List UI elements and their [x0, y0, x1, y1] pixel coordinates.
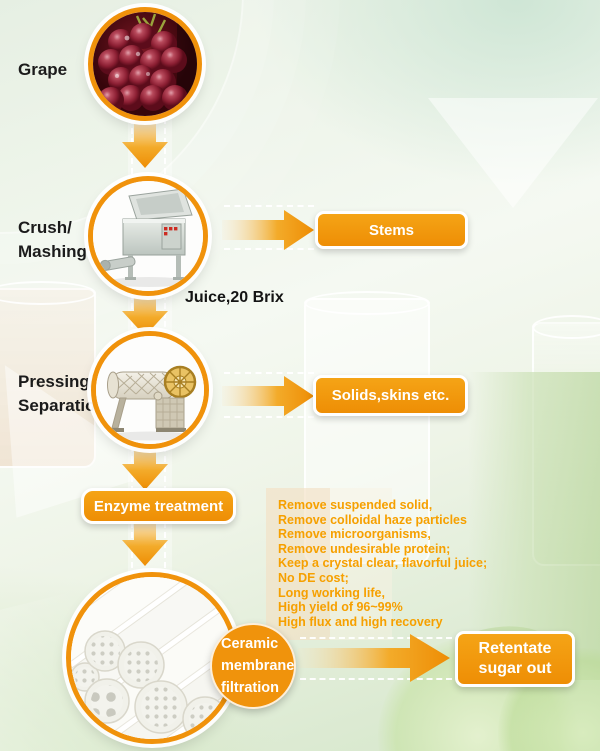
ceramic-label-line: membrane [221, 658, 295, 674]
crusher-machine-photo [88, 176, 208, 296]
juice-glass-image [304, 291, 430, 564]
ceramic-label-line: Ceramic [221, 636, 279, 652]
dashed-guide [164, 294, 166, 336]
output-solids-button[interactable]: Solids,skins etc. [313, 375, 468, 416]
dashed-guide [224, 248, 314, 250]
benefit-item: High yield of 96~99% [278, 600, 403, 615]
dashed-guide [164, 522, 166, 568]
right-arrow-icon [298, 634, 450, 682]
retentate-label-line: Retentate [478, 640, 552, 657]
right-arrow-icon [222, 210, 314, 250]
down-arrow-icon [122, 122, 168, 168]
step-label-crush: Crush/ Mashing [18, 218, 87, 261]
juice-brix-note: Juice,20 Brix [185, 289, 284, 306]
benefit-item: High flux and high recovery [278, 614, 443, 629]
solids-label: Solids,skins etc. [331, 387, 450, 404]
dashed-guide [164, 118, 166, 174]
benefit-item: No DE cost; [278, 570, 349, 585]
down-arrow-icon [122, 446, 168, 490]
output-retentate-button[interactable]: Retentate sugar out [455, 631, 575, 687]
benefit-item: Remove suspended solid, [278, 498, 433, 512]
enzyme-treatment-button[interactable]: Enzyme treatment [81, 488, 236, 524]
stems-label: Stems [368, 221, 415, 239]
ceramic-membrane-filtration-badge[interactable]: Ceramic membrane filtration [210, 623, 296, 709]
retentate-label-line: sugar out [478, 660, 552, 677]
dashed-guide [300, 678, 452, 680]
dashed-guide [224, 205, 314, 207]
dashed-guide [224, 372, 314, 374]
juice-glass-image [0, 281, 96, 468]
press-machine-photo [91, 331, 209, 449]
membrane-benefits-list: Remove suspended solid, Remove colloidal… [278, 498, 528, 629]
benefit-item: Remove microorganisms, [278, 527, 431, 542]
step-label-grape: Grape [18, 60, 68, 79]
benefit-item: Remove colloidal haze particles [278, 512, 467, 527]
right-arrow-icon [222, 376, 314, 416]
benefit-item: Remove undesirable protein; [278, 541, 451, 556]
step-label-pressing: Pressing/ Separation [18, 372, 106, 415]
background-band [330, 488, 392, 640]
enzyme-label: Enzyme treatment [93, 497, 224, 515]
benefit-item: Keep a crystal clear, flavorful juice; [278, 556, 488, 571]
down-arrow-icon [122, 522, 168, 566]
ceramic-membrane-tubes-photo [66, 572, 238, 744]
dashed-guide [300, 637, 452, 639]
grape-photo [88, 7, 202, 121]
benefit-item: Long working life, [278, 585, 385, 600]
dashed-guide [164, 446, 166, 492]
background-band [266, 488, 330, 640]
output-stems-button[interactable]: Stems [315, 211, 468, 249]
background-chevron [428, 98, 598, 208]
ceramic-label-line: filtration [221, 680, 279, 696]
down-arrow-icon [122, 294, 168, 336]
dashed-guide [224, 416, 314, 418]
